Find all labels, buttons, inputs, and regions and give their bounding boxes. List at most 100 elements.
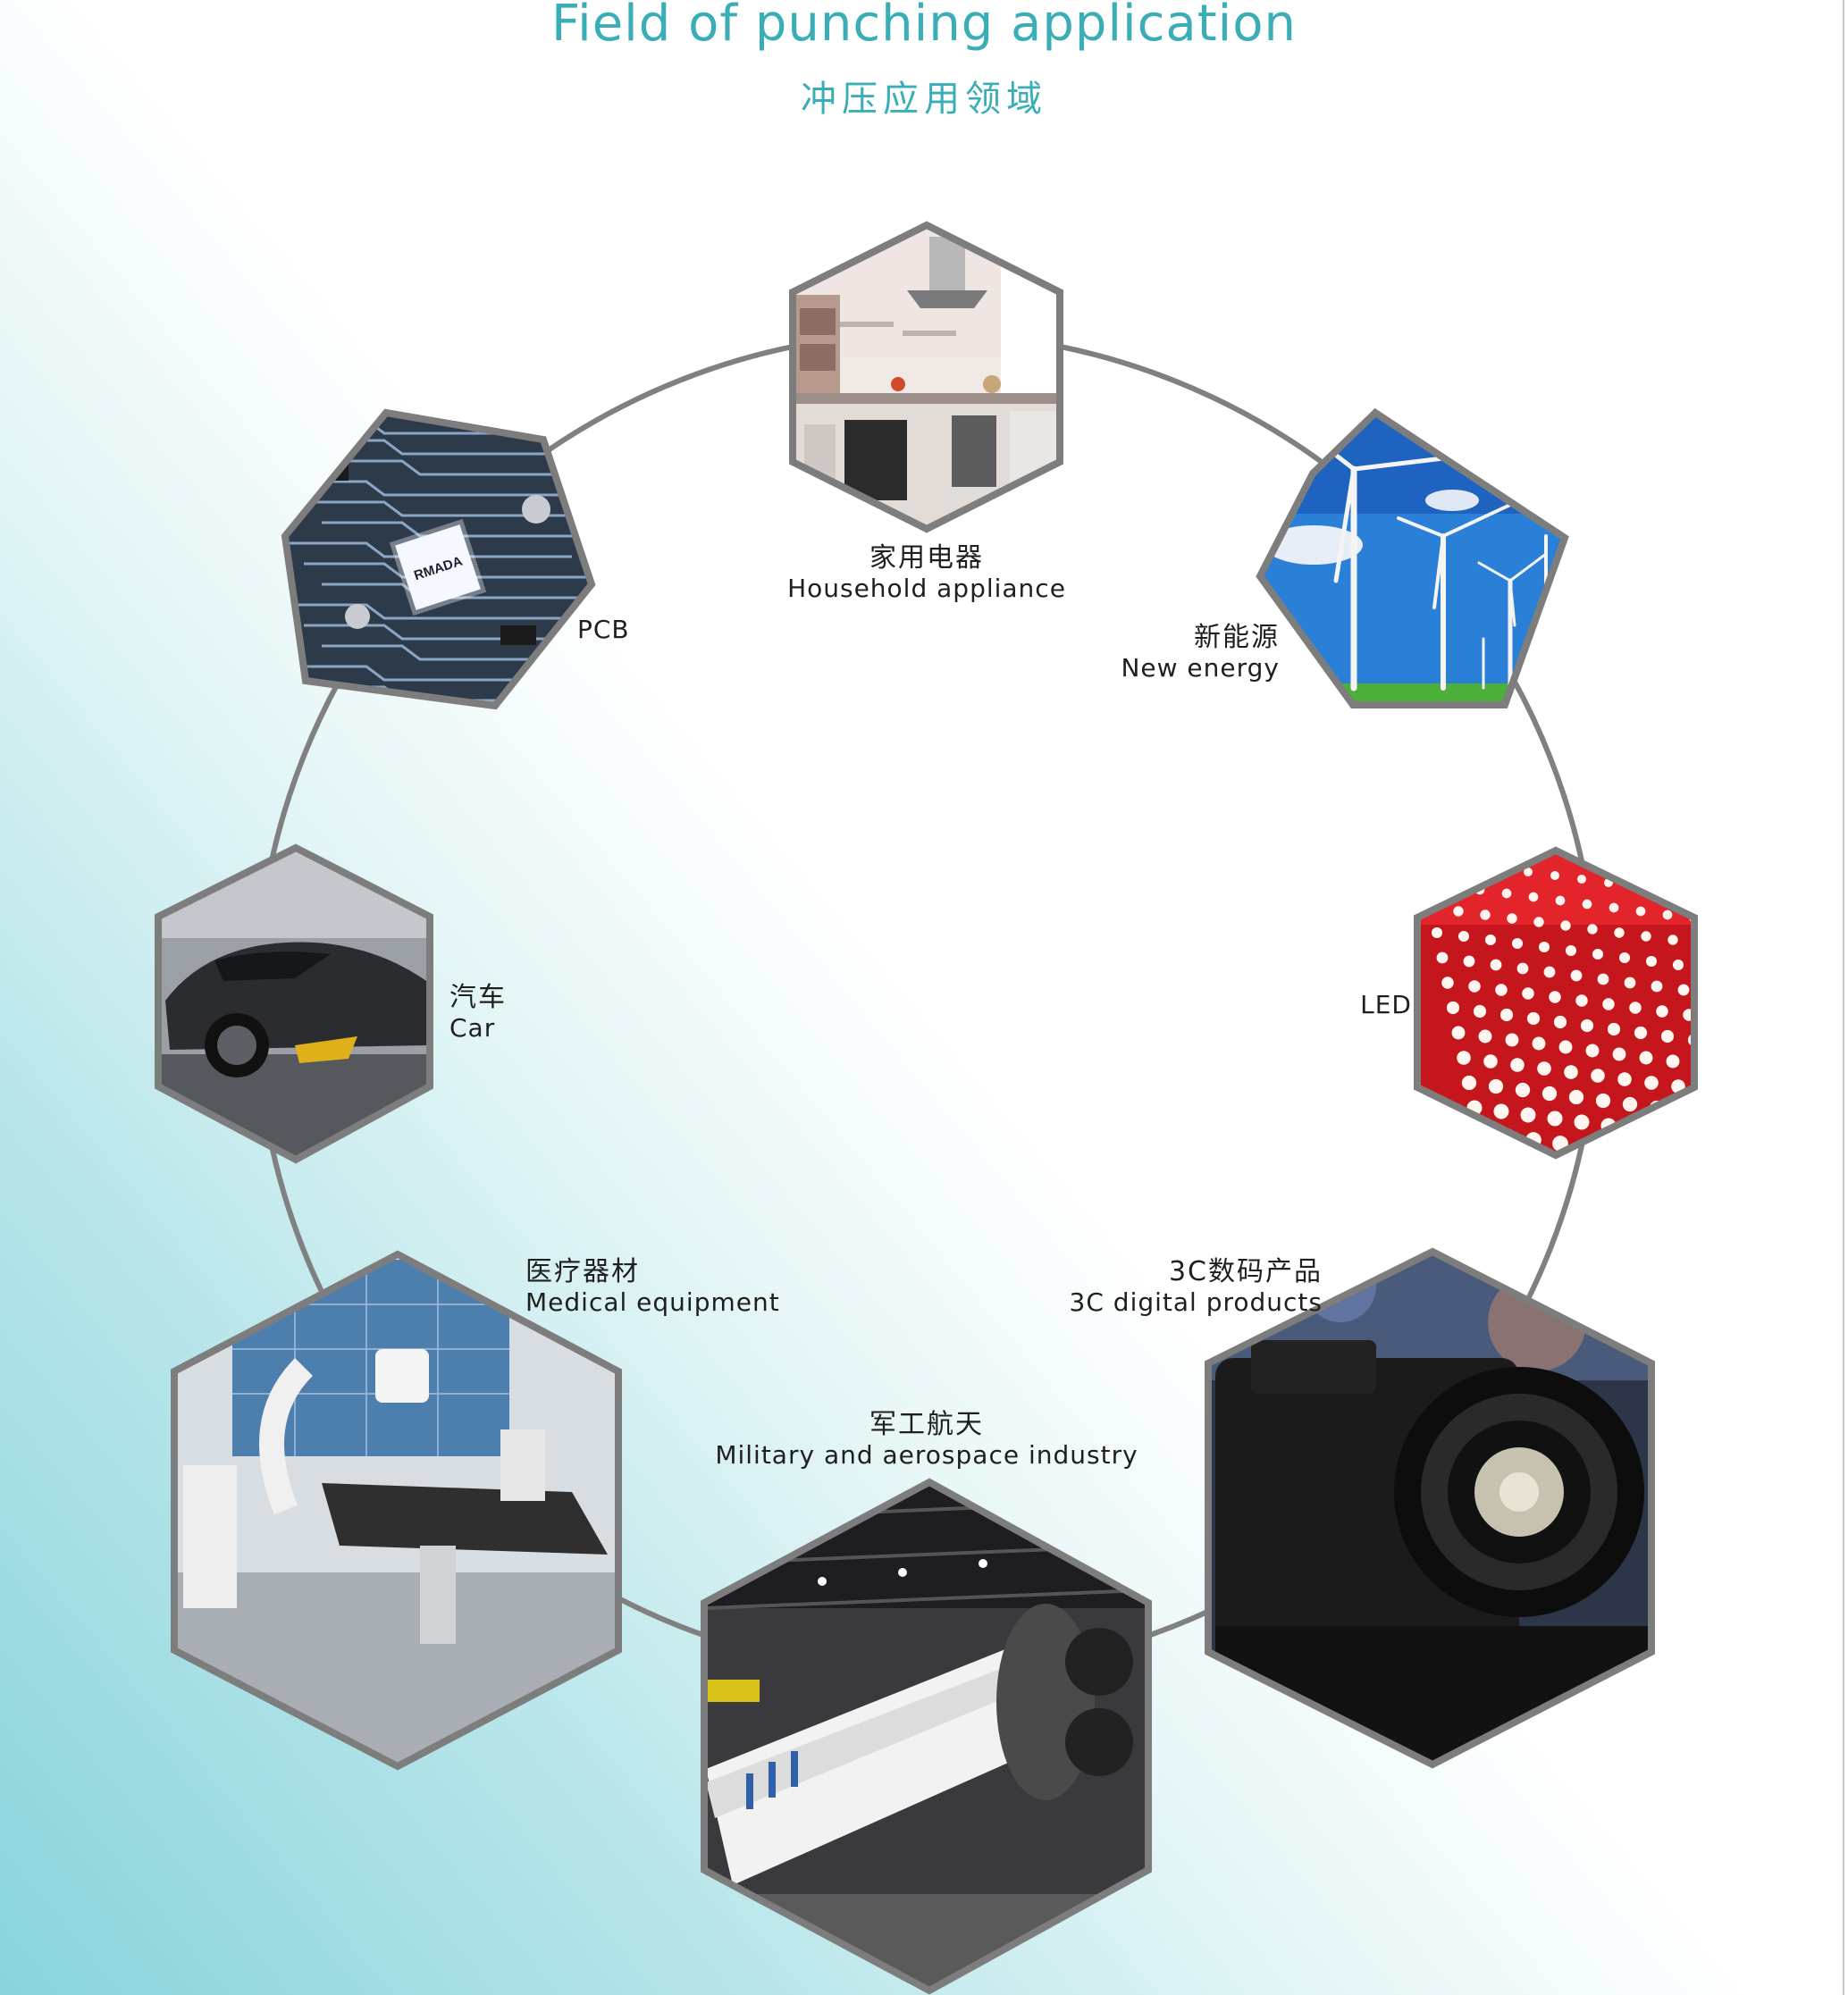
hex-image-military-aerospace bbox=[701, 1478, 1152, 1995]
led-dot bbox=[1488, 1078, 1504, 1094]
led-dot bbox=[1629, 1002, 1642, 1014]
led-dot bbox=[1448, 881, 1458, 892]
led-dot bbox=[1617, 1072, 1632, 1086]
led-dot bbox=[1565, 944, 1577, 957]
label-car: 汽车 Car bbox=[449, 983, 557, 1044]
hex-image-pcb: RMADA bbox=[281, 408, 596, 710]
led-dot bbox=[1574, 1114, 1590, 1130]
led-dot bbox=[1659, 1150, 1676, 1155]
led-dot bbox=[1582, 899, 1592, 909]
led-dot bbox=[1436, 951, 1449, 964]
led-dot bbox=[1564, 1065, 1578, 1079]
led-dot bbox=[1667, 935, 1678, 945]
led-dot bbox=[1592, 948, 1604, 960]
operating-room-image bbox=[174, 1254, 618, 1766]
led-dot bbox=[1541, 1086, 1558, 1102]
label-led: LED bbox=[1269, 990, 1412, 1020]
label-pcb: PCB bbox=[577, 615, 685, 645]
hex-image-led bbox=[1414, 846, 1756, 1177]
led-dot bbox=[1644, 1076, 1659, 1090]
led-dot bbox=[1553, 1015, 1567, 1029]
circuit-trace bbox=[286, 603, 572, 620]
led-dot bbox=[1730, 1111, 1744, 1126]
led-dot bbox=[1470, 860, 1479, 869]
led-dot bbox=[1490, 959, 1502, 971]
led-dot bbox=[1698, 1083, 1712, 1097]
led-dot bbox=[1612, 1047, 1626, 1061]
led-dot bbox=[1633, 1146, 1649, 1155]
led-dot bbox=[1555, 895, 1566, 906]
led-en: LED bbox=[1360, 990, 1412, 1019]
military-aerospace-cn: 军工航天 bbox=[869, 1409, 984, 1440]
led-dot bbox=[1686, 1153, 1694, 1155]
led-dot bbox=[1700, 963, 1710, 974]
led-dot bbox=[1463, 955, 1475, 968]
camera-image bbox=[1208, 1252, 1651, 1764]
label-3c-digital-products: 3C数码产品 3C digital products bbox=[983, 1257, 1323, 1318]
led-dot bbox=[1511, 937, 1524, 950]
led-dot bbox=[1499, 1008, 1514, 1022]
led-dot bbox=[1520, 1107, 1536, 1123]
led-dot bbox=[1547, 1111, 1563, 1127]
led-dot bbox=[1713, 1157, 1729, 1173]
kitchen-image bbox=[793, 225, 1060, 529]
3c-digital-products-cn: 3C数码产品 bbox=[1168, 1256, 1323, 1287]
led-dot bbox=[1472, 1125, 1488, 1141]
led-dot bbox=[1585, 1044, 1600, 1058]
hex-image-3c-digital-products bbox=[1205, 1247, 1655, 1769]
led-dot bbox=[1740, 1161, 1756, 1177]
led-dot bbox=[1634, 1026, 1648, 1040]
hex-image-car bbox=[155, 843, 433, 1164]
led-dot bbox=[1560, 920, 1571, 931]
circuit-trace bbox=[304, 624, 590, 641]
led-dot bbox=[1666, 1054, 1680, 1069]
led-dot bbox=[1684, 889, 1693, 898]
led-dot bbox=[1495, 984, 1508, 996]
sports-car-image bbox=[158, 848, 430, 1160]
led-dot bbox=[1443, 857, 1452, 866]
led-dot bbox=[1507, 913, 1517, 924]
page-title: Field of punching application bbox=[551, 0, 1297, 53]
processor-chip bbox=[395, 524, 481, 610]
led-dot bbox=[1533, 917, 1544, 927]
led-dot bbox=[1431, 926, 1443, 939]
led-dot bbox=[1457, 1051, 1471, 1065]
led-dot bbox=[1654, 1125, 1670, 1141]
medical-equipment-cn: 医疗器材 bbox=[525, 1256, 640, 1287]
led-dot bbox=[1656, 1005, 1668, 1018]
page-border bbox=[1843, 0, 1844, 1995]
led-dot bbox=[1580, 1018, 1594, 1033]
led-dot bbox=[1609, 902, 1619, 913]
led-dot bbox=[1703, 1108, 1718, 1122]
led-dot bbox=[1709, 1133, 1724, 1148]
led-dot bbox=[1705, 988, 1717, 1000]
led-dot bbox=[1597, 973, 1609, 985]
label-medical-equipment: 医疗器材 Medical equipment bbox=[525, 1257, 811, 1318]
led-dot bbox=[1681, 1128, 1694, 1144]
led-dot bbox=[1614, 927, 1625, 938]
led-dot bbox=[1676, 1103, 1692, 1119]
page-subtitle: 冲压应用领域 bbox=[801, 79, 1047, 120]
led-dot bbox=[1618, 951, 1631, 964]
circuit-trace bbox=[322, 644, 592, 661]
led-dot bbox=[1639, 1051, 1653, 1065]
led-dot bbox=[1622, 1096, 1638, 1112]
led-dot bbox=[1501, 888, 1512, 899]
led-dot bbox=[1528, 892, 1539, 902]
led-dot bbox=[1595, 1093, 1611, 1109]
led-dot bbox=[1484, 934, 1497, 946]
circuit-trace bbox=[286, 541, 572, 558]
hex-image-new-energy bbox=[1256, 407, 1569, 708]
led-dot bbox=[1468, 980, 1481, 993]
led-dot bbox=[1446, 1001, 1460, 1015]
led-dot bbox=[1478, 1029, 1492, 1044]
led-dot bbox=[1550, 871, 1559, 880]
circuit-trace bbox=[304, 500, 590, 517]
led-dot bbox=[1658, 885, 1667, 894]
medical-equipment-en: Medical equipment bbox=[525, 1287, 780, 1317]
led-dot bbox=[1526, 1011, 1541, 1026]
led-dot bbox=[1441, 977, 1454, 989]
led-dot bbox=[1591, 1069, 1605, 1083]
new-energy-en: New energy bbox=[1121, 653, 1280, 683]
